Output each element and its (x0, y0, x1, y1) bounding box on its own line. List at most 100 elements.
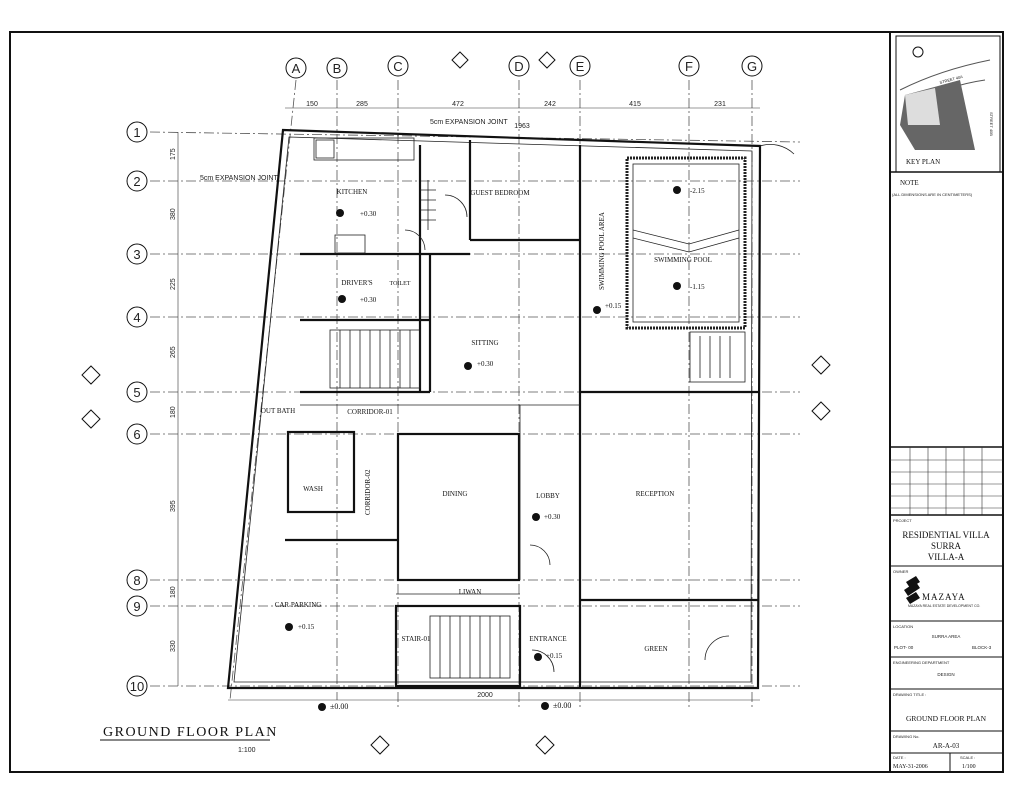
grid-row-bubbles: 1 2 3 4 5 6 8 9 10 (126, 121, 148, 697)
room-corridor-02: CORRIDOR-02 (364, 469, 372, 515)
stair-treads (329, 180, 511, 679)
kitchen-counter (313, 137, 415, 254)
section-markers (81, 51, 831, 755)
room-labels: KITCHEN +0.30 DRIVER'S +0.30 TOILET GUES… (261, 186, 712, 661)
svg-text:GROUND FLOOR PLAN: GROUND FLOOR PLAN (906, 714, 987, 723)
svg-text:+0.15: +0.15 (546, 652, 563, 660)
svg-text:1/100: 1/100 (962, 764, 976, 770)
svg-text:SURRA: SURRA (931, 541, 962, 551)
svg-text:6: 6 (133, 427, 140, 442)
svg-text:4: 4 (133, 310, 140, 325)
grid-bubble-5: 5 (126, 381, 148, 403)
svg-text:330: 330 (170, 640, 177, 652)
svg-text:OWNER: OWNER (893, 569, 908, 574)
mazaya-logo (904, 576, 920, 604)
room-green: GREEN (644, 645, 667, 653)
svg-text:SURRA AREA: SURRA AREA (932, 634, 961, 639)
svg-text:3: 3 (133, 247, 140, 262)
grid-bubble-8: 8 (126, 569, 148, 591)
svg-text:5cm EXPANSION JOINT: 5cm EXPANSION JOINT (430, 119, 508, 126)
svg-text:2: 2 (133, 174, 140, 189)
svg-text:+0.30: +0.30 (360, 296, 377, 304)
title-block: STREET 40A STREET 40B KEY PLAN NOTE (ALL… (890, 35, 1003, 772)
grid-bubble-2: 2 (126, 170, 148, 192)
revision-table (890, 447, 1003, 515)
door-swings (404, 144, 795, 673)
svg-text:C: C (393, 59, 402, 74)
room-lobby: LOBBY (536, 492, 560, 500)
svg-text:175: 175 (170, 148, 177, 160)
room-kitchen: KITCHEN (337, 188, 368, 196)
room-wash: WASH (303, 485, 323, 493)
svg-text:PLOT- 00: PLOT- 00 (894, 645, 914, 650)
svg-text:PROJECT: PROJECT (893, 518, 912, 523)
svg-text:2000: 2000 (477, 692, 493, 699)
room-liwan: LIWAN (459, 588, 482, 596)
grid-column-bubbles: A B C D E F G (285, 55, 763, 79)
svg-text:1: 1 (133, 125, 140, 140)
svg-text:DESIGN: DESIGN (937, 672, 954, 677)
svg-text:472: 472 (452, 101, 464, 108)
svg-text:+0.30: +0.30 (544, 513, 561, 521)
grid-bubble-g: G (741, 55, 763, 77)
grid-bubble-c: C (387, 55, 409, 77)
svg-text:DRAWING No.: DRAWING No. (893, 734, 920, 739)
room-swimming-pool: SWIMMING POOL (654, 256, 712, 264)
key-plan-label: KEY PLAN (906, 158, 940, 166)
svg-text:415: 415 (629, 101, 641, 108)
key-plan-map (899, 46, 991, 150)
svg-text:±0.00: ±0.00 (330, 702, 348, 711)
room-corridor-01: CORRIDOR-01 (347, 408, 393, 416)
room-sitting: SITTING (471, 339, 498, 347)
svg-text:5: 5 (133, 385, 140, 400)
room-out-bath: OUT BATH (261, 407, 295, 415)
svg-text:242: 242 (544, 101, 556, 108)
room-reception: RECEPTION (636, 490, 675, 498)
svg-text:+0.15: +0.15 (298, 623, 315, 631)
svg-text:MAY-31-2006: MAY-31-2006 (893, 764, 928, 770)
svg-text:ENGINEERING DEPARTMENT: ENGINEERING DEPARTMENT (893, 660, 950, 665)
svg-text:285: 285 (356, 101, 368, 108)
svg-text:STREET 40B: STREET 40B (989, 112, 994, 136)
grid-bubble-10: 10 (126, 675, 148, 697)
svg-text:231: 231 (714, 101, 726, 108)
swimming-pool (625, 156, 747, 383)
svg-text:+0.30: +0.30 (360, 210, 377, 218)
svg-text:SCALE :: SCALE : (960, 755, 975, 760)
grid-bubble-6: 6 (126, 423, 148, 445)
room-guest-bedroom: GUEST BEDROOM (470, 189, 530, 197)
grid-bubble-3: 3 (126, 243, 148, 265)
grid-bubble-f: F (678, 55, 700, 77)
svg-text:A: A (292, 61, 301, 76)
room-drivers: DRIVER'S (341, 279, 372, 287)
svg-text:RESIDENTIAL VILLA: RESIDENTIAL VILLA (902, 530, 990, 540)
sheet-border (9, 31, 1004, 773)
svg-text:-1.15: -1.15 (690, 283, 705, 291)
svg-text:395: 395 (170, 500, 177, 512)
svg-text:(ALL DIMENSIONS ARE IN CENTIME: (ALL DIMENSIONS ARE IN CENTIMETERS) (892, 192, 973, 197)
svg-text:9: 9 (133, 599, 140, 614)
svg-text:G: G (747, 59, 757, 74)
room-toilet: TOILET (390, 281, 411, 287)
svg-text:F: F (685, 59, 693, 74)
svg-text:VILLA-A: VILLA-A (928, 552, 965, 562)
svg-text:1:100: 1:100 (238, 747, 256, 754)
room-car-parking: CAR PARKING (275, 601, 322, 609)
svg-text:NOTE: NOTE (900, 179, 919, 187)
walls (226, 128, 762, 690)
svg-text:BLOCK-3: BLOCK-3 (972, 645, 992, 650)
svg-text:8: 8 (133, 573, 140, 588)
svg-text:D: D (514, 59, 523, 74)
room-stair-01: STAIR-01 (402, 635, 431, 643)
svg-text:180: 180 (170, 406, 177, 418)
svg-text:150: 150 (306, 101, 318, 108)
room-entrance: ENTRANCE (529, 635, 566, 643)
svg-text:MAZAYA: MAZAYA (922, 592, 966, 602)
svg-text:-2.15: -2.15 (690, 187, 705, 195)
ground-level-markers: ±0.00 ±0.00 (318, 701, 571, 711)
svg-text:265: 265 (170, 346, 177, 358)
grid-bubble-d: D (508, 55, 530, 77)
dimension-lines: 150 285 472 242 415 231 1963 5cm EXPANSI… (170, 101, 760, 701)
svg-text:B: B (333, 61, 342, 76)
